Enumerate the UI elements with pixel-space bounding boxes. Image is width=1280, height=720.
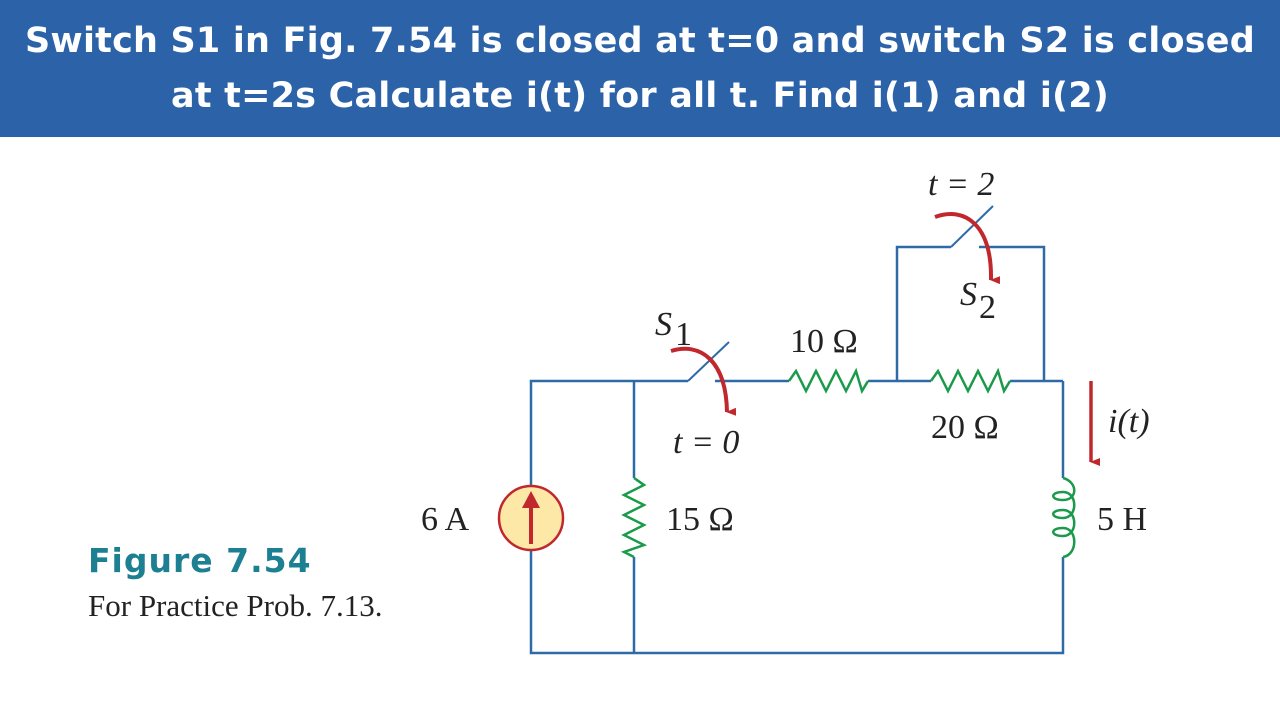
label-s1: S — [655, 306, 672, 343]
label-source: 6 A — [421, 501, 470, 538]
switch-s1-arrow-icon — [670, 346, 737, 416]
label-s1-time: t = 0 — [673, 424, 739, 461]
figure-title: Figure 7.54 — [88, 541, 312, 580]
label-s2: S — [960, 276, 977, 313]
figure-caption: For Practice Prob. 7.13. — [88, 588, 383, 623]
inductor-5h — [1052, 476, 1076, 559]
label-inductor: 5 H — [1097, 501, 1147, 538]
label-r15: 15 Ω — [666, 501, 734, 538]
current-source-6a — [497, 484, 565, 552]
label-s2-time: t = 2 — [928, 166, 994, 203]
header-banner: Switch S1 in Fig. 7.54 is closed at t=0 … — [0, 0, 1280, 137]
wires — [529, 205, 1065, 655]
label-r10: 10 Ω — [790, 323, 858, 360]
resistor-10-ohm — [787, 367, 870, 395]
label-r20: 20 Ω — [931, 409, 999, 446]
switch-s1-blade — [687, 341, 730, 382]
resistor-15-ohm — [620, 476, 648, 559]
label-s2-sub: 2 — [979, 289, 996, 326]
switch-s2-blade — [950, 205, 994, 248]
problem-title: Switch S1 in Fig. 7.54 is closed at t=0 … — [25, 20, 1255, 116]
label-s1-sub: 1 — [675, 316, 692, 353]
label-current: i(t) — [1108, 403, 1150, 440]
switch-s2-arrow-icon — [934, 212, 1001, 285]
resistor-20-ohm — [929, 367, 1012, 395]
